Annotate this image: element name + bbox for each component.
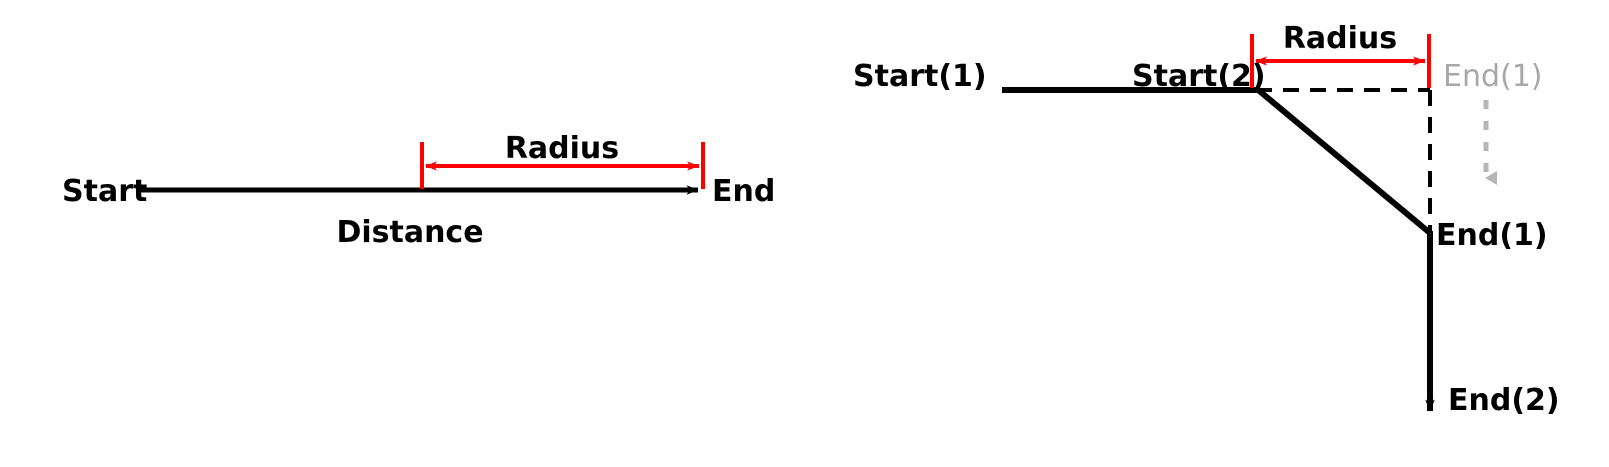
segment-diagonal [1255, 86, 1432, 236]
label-end-1: End(1) [1436, 218, 1548, 253]
label-start: Start [62, 174, 147, 209]
label-start-1: Start(1) [853, 59, 987, 94]
panel-straight-segment: Start End Distance Radius [62, 131, 775, 250]
label-end: End [712, 174, 775, 209]
label-end-2: End(2) [1448, 383, 1560, 418]
label-end-1-ghost: End(1) [1443, 59, 1543, 94]
label-radius-left: Radius [505, 131, 619, 166]
label-radius-right: Radius [1283, 21, 1397, 56]
panel-filleted-corner: Start(1) Start(2) Radius End(1) [853, 21, 1560, 418]
label-distance: Distance [336, 215, 483, 250]
